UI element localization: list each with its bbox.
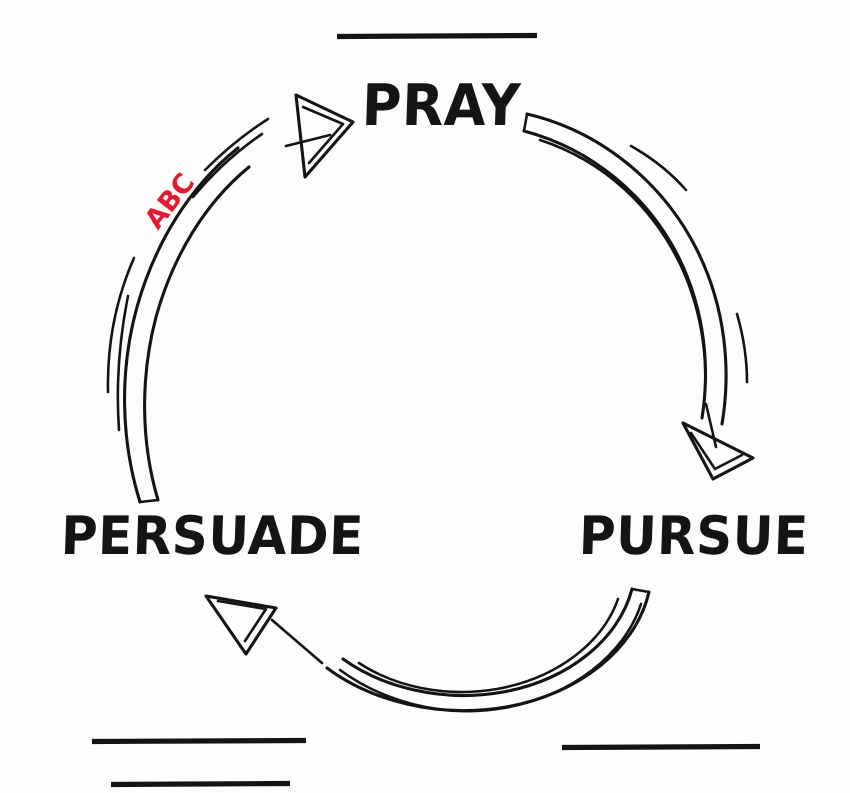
arrow-pursue-to-persuade [204, 587, 651, 713]
node-label-persuade: PERSUADE [59, 505, 365, 567]
arrowhead-to-pursue [681, 402, 755, 481]
arrow-persuade-to-pray [106, 93, 355, 504]
node-label-pray: PRAY [360, 72, 522, 139]
blank-line-bottom-left-upper [91, 737, 307, 745]
blank-line-bottom-left-lower [110, 780, 291, 788]
node-label-pursue: PURSUE [577, 505, 810, 567]
arrowhead-to-pray [284, 93, 355, 179]
blank-line-top [336, 32, 538, 40]
blank-line-bottom-right [561, 743, 761, 751]
arrow-pray-to-pursue [522, 112, 755, 481]
arrowhead-to-persuade [204, 594, 324, 665]
